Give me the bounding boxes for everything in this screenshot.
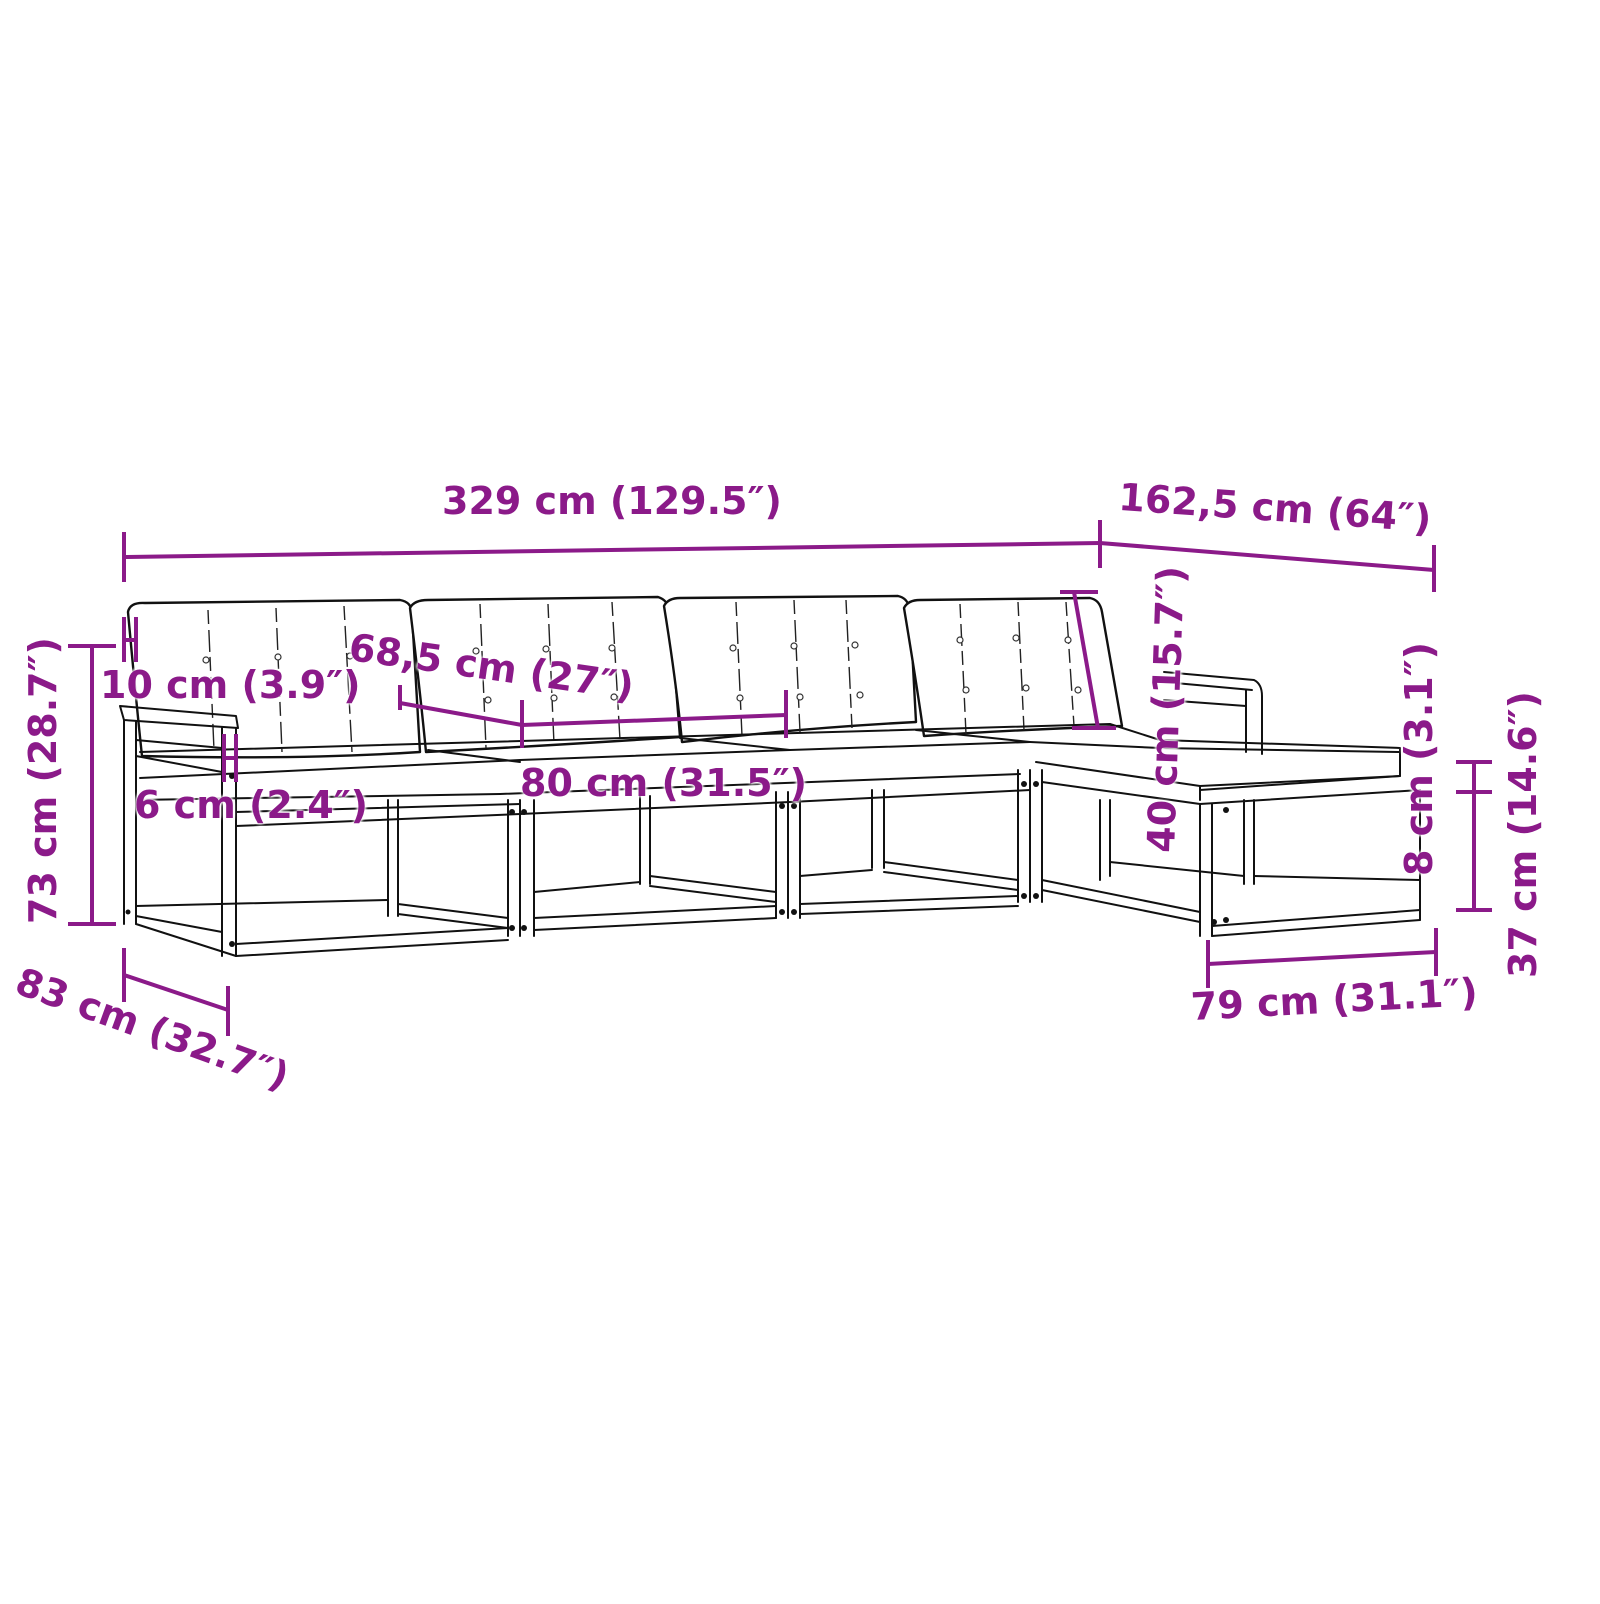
bolts	[125, 773, 1229, 947]
label-backrest-height: 40 cm (15.7″)	[1139, 565, 1193, 854]
label-backrest-cushion-thickness: 10 cm (3.9″)	[100, 663, 361, 707]
label-seat-cushion-thickness: 6 cm (2.4″)	[134, 783, 369, 827]
back-cushions	[126, 594, 1124, 759]
dimension-lines	[68, 520, 1492, 1036]
label-footstool-cushion-thickness: 8 cm (3.1″)	[1397, 641, 1441, 876]
label-total-width: 329 cm (129.5″)	[442, 479, 782, 523]
frames	[125, 769, 1229, 957]
seat-cushions	[139, 723, 1401, 801]
label-module-width: 80 cm (31.5″)	[520, 761, 807, 805]
footstool	[1041, 781, 1421, 937]
label-footstool-height: 37 cm (14.6″)	[1501, 691, 1545, 978]
right-armrest	[1163, 671, 1263, 755]
label-total-height: 73 cm (28.7″)	[21, 637, 65, 924]
